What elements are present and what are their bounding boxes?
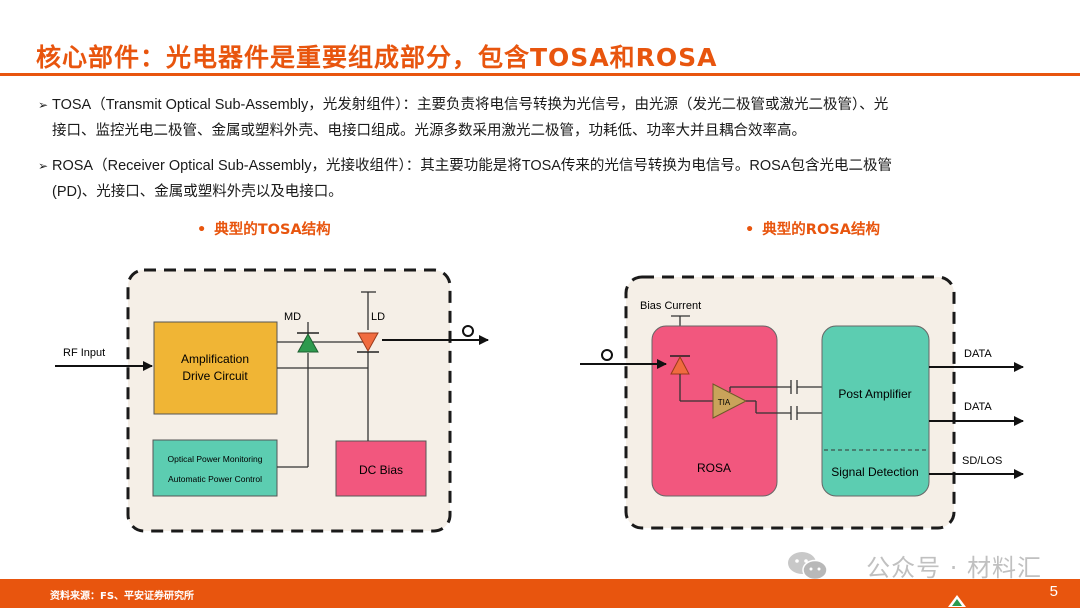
amp-label-line2: Drive Circuit xyxy=(182,369,248,383)
title-underline xyxy=(0,73,1080,76)
bullet-tosa-line2: 接口、监控光电二极管、金属或塑料外壳、电接口组成。光源多数采用激光二极管，功耗低… xyxy=(52,123,806,139)
md-diode-icon xyxy=(297,332,319,353)
tosa-diagram: RF Input Amplification Drive Circuit Opt… xyxy=(55,268,489,533)
bullet-rosa: ➢ROSA（Receiver Optical Sub-Assembly，光接收组… xyxy=(38,153,1048,205)
bullet-rosa-line1: ROSA（Receiver Optical Sub-Assembly，光接收组件… xyxy=(52,158,893,174)
ld-diode-icon xyxy=(357,332,379,353)
md-label: MD xyxy=(284,311,301,323)
data-output-1-label: DATA xyxy=(964,348,992,360)
data-output-2-label: DATA xyxy=(964,401,992,413)
source-note: 资料来源：FS、平安证券研究所 xyxy=(50,591,195,602)
ld-label: LD xyxy=(371,311,385,323)
post-amplifier-label: Post Amplifier xyxy=(838,387,911,401)
signal-detection-label: Signal Detection xyxy=(831,465,918,479)
rf-input-label: RF Input xyxy=(63,347,105,359)
rosa-subtitle: •典型的ROSA结构 xyxy=(745,222,880,238)
optical-port-icon xyxy=(462,325,474,337)
amp-label-line1: Amplification xyxy=(181,352,249,366)
page-number: 5 xyxy=(1049,583,1058,600)
capacitor-links xyxy=(729,380,822,420)
tia-label: TIA xyxy=(718,398,731,407)
watermark-text: 公众号 · 材料汇 xyxy=(866,554,1042,582)
amplification-box xyxy=(153,321,278,415)
wechat-icon xyxy=(788,552,828,581)
bullet-tosa: ➢TOSA（Transmit Optical Sub-Assembly，光发射组… xyxy=(38,92,1048,144)
post-amplifier-box xyxy=(821,325,930,497)
tosa-wiring xyxy=(277,291,376,468)
footer-bar xyxy=(0,579,1080,608)
bullet-arrow-icon: ➢ xyxy=(38,98,49,112)
sd-los-label: SD/LOS xyxy=(962,455,1002,467)
monitoring-box xyxy=(152,439,278,497)
monitor-label-line2: Automatic Power Control xyxy=(168,474,262,484)
rosa-box-label: ROSA xyxy=(697,461,731,475)
dc-bias-label: DC Bias xyxy=(359,463,403,477)
tosa-subtitle: •典型的TOSA结构 xyxy=(197,222,331,238)
logo-icon xyxy=(948,595,966,607)
page-title: 核心部件：光电器件是重要组成部分，包含TOSA和ROSA xyxy=(36,43,718,72)
bullet-rosa-line2: (PD)、光接口、金属或塑料外壳以及电接口。 xyxy=(52,184,343,200)
bullet-tosa-line1: TOSA（Transmit Optical Sub-Assembly，光发射组件… xyxy=(52,97,889,113)
bias-current-label: Bias Current xyxy=(640,300,701,312)
optical-input-port-icon xyxy=(601,349,613,361)
tia-amplifier-icon xyxy=(712,383,748,419)
bullet-arrow-icon: ➢ xyxy=(38,159,49,173)
dc-bias-box xyxy=(335,440,427,497)
rosa-diagram: Bias Current ROSA TIA xyxy=(580,275,1024,530)
monitor-label-line1: Optical Power Monitoring xyxy=(168,454,263,464)
